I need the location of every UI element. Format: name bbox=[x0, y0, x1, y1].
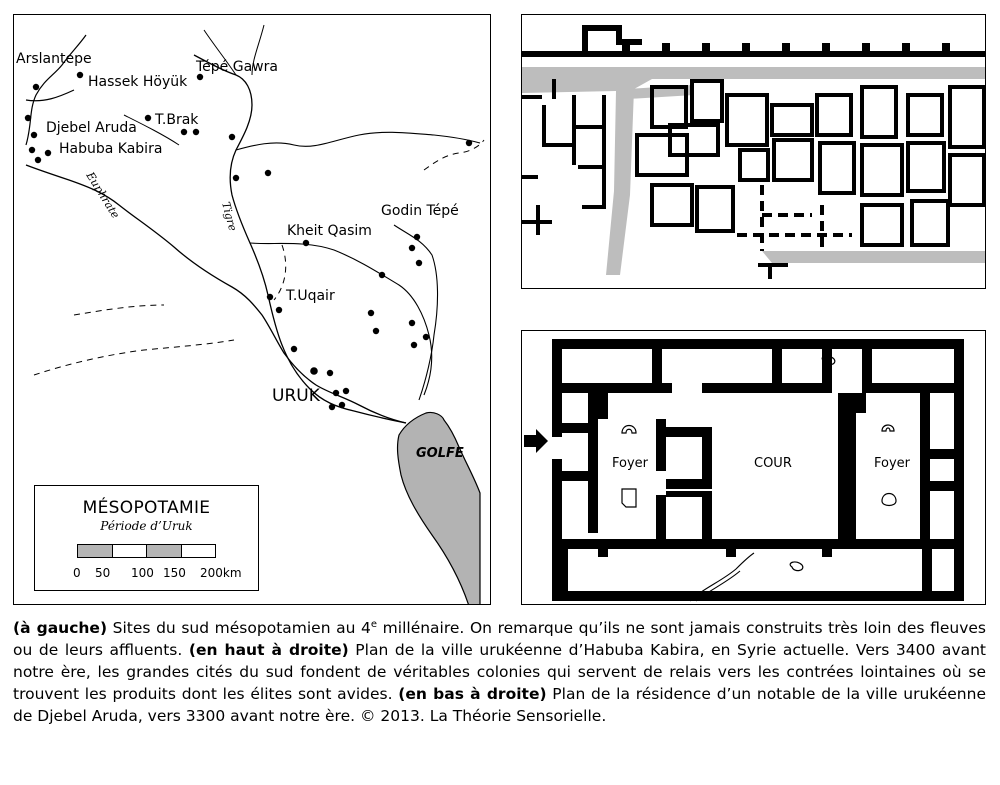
scale-segment bbox=[78, 545, 113, 557]
site-dot bbox=[328, 403, 336, 411]
site-dot bbox=[338, 401, 346, 409]
legend-subtitle: Période d’Uruk bbox=[100, 519, 193, 533]
site-label-uruk: URUK bbox=[272, 386, 321, 406]
site-dot bbox=[408, 244, 416, 252]
hearth-icon bbox=[621, 424, 637, 434]
djebel-aruda-residence-plan: Foyer COUR Foyer bbox=[524, 339, 964, 602]
map-legend: MÉSOPOTAMIE Période d’Uruk 0 50 100 150 … bbox=[34, 485, 259, 591]
site-dot bbox=[76, 71, 84, 79]
river-label-tigris: Tigre bbox=[219, 200, 239, 232]
street-main bbox=[522, 67, 985, 275]
site-dots bbox=[24, 71, 473, 411]
site-dot bbox=[32, 83, 40, 91]
scale-segment bbox=[147, 545, 182, 557]
site-dot bbox=[326, 369, 334, 377]
gulf-area bbox=[396, 411, 481, 604]
habuba-kabira-city-plan bbox=[522, 25, 985, 279]
site-dot bbox=[275, 306, 283, 314]
euphrates-river bbox=[25, 164, 407, 424]
site-dot bbox=[228, 133, 236, 141]
site-dot bbox=[372, 327, 380, 335]
hearth-icon bbox=[789, 561, 804, 572]
caption-text: Plan de la résidence d’un notable de la … bbox=[13, 685, 986, 726]
caption-superscript: e bbox=[370, 619, 378, 630]
scale-label: 100 bbox=[131, 566, 154, 580]
caption-bottom-right-label: (en bas à droite) bbox=[398, 685, 547, 704]
site-label-tepe-gawra: Tépé Gawra bbox=[195, 59, 278, 75]
site-dot bbox=[465, 139, 473, 147]
site-label-arslantepe: Arslantepe bbox=[16, 51, 92, 67]
site-dot bbox=[144, 114, 152, 122]
site-dot bbox=[24, 114, 32, 122]
site-dot bbox=[367, 309, 375, 317]
scale-label: 50 bbox=[95, 566, 111, 580]
site-dot bbox=[413, 233, 421, 241]
map-panel: Arslantepe Hassek Höyük Tépé Gawra Djebe… bbox=[13, 14, 491, 605]
site-dot bbox=[34, 156, 42, 164]
site-label-godin-tepe: Godin Tépé bbox=[381, 203, 459, 219]
site-dot bbox=[415, 259, 423, 267]
site-dot bbox=[44, 149, 52, 157]
site-label-hassek-hoyuk: Hassek Höyük bbox=[88, 74, 188, 90]
djebel-aruda-house-plan-panel: Foyer COUR Foyer bbox=[521, 330, 986, 605]
site-label-t-uqair: T.Uqair bbox=[285, 288, 335, 304]
river-label-euphrates: Euphrate bbox=[83, 169, 122, 221]
gulf-label: GOLFE bbox=[416, 446, 464, 461]
scale-segment bbox=[113, 545, 147, 557]
site-label-djebel-aruda: Djebel Aruda bbox=[46, 120, 137, 136]
building-walls bbox=[635, 79, 985, 247]
site-dot bbox=[232, 174, 240, 182]
wall-fragments bbox=[522, 79, 606, 235]
site-dot bbox=[310, 367, 318, 375]
caption-left-label: (à gauche) bbox=[13, 619, 108, 638]
site-dot bbox=[332, 389, 340, 397]
caption-text: Sites du sud mésopotamien au 4 bbox=[107, 619, 371, 638]
house-walls bbox=[552, 339, 964, 601]
hearth-icon bbox=[821, 355, 836, 366]
figure-caption: (à gauche) Sites du sud mésopotamien au … bbox=[13, 614, 986, 727]
site-dot bbox=[196, 73, 204, 81]
scale-bar bbox=[77, 544, 216, 558]
habuba-kabira-plan-panel bbox=[521, 14, 986, 289]
site-dot bbox=[408, 319, 416, 327]
site-label-habuba-kabira: Habuba Kabira bbox=[59, 141, 162, 157]
site-dot bbox=[30, 131, 38, 139]
caption-top-right-label: (en haut à droite) bbox=[188, 641, 349, 660]
scale-label: 150 bbox=[163, 566, 186, 580]
legend-title: MÉSOPOTAMIE bbox=[82, 498, 211, 518]
site-label-kheit-qasim: Kheit Qasim bbox=[287, 223, 372, 239]
site-dot bbox=[28, 146, 36, 154]
tigris-river bbox=[193, 54, 407, 424]
entrance-arrow bbox=[524, 429, 548, 453]
site-dot bbox=[180, 128, 188, 136]
city-wall bbox=[522, 25, 985, 57]
site-dot bbox=[266, 293, 274, 301]
site-dot bbox=[302, 239, 310, 247]
mesopotamia-map: Arslantepe Hassek Höyük Tépé Gawra Djebe… bbox=[16, 24, 485, 604]
hearth-icon bbox=[881, 492, 897, 507]
site-dot bbox=[264, 169, 272, 177]
site-dot bbox=[290, 345, 298, 353]
room-label-left-foyer: Foyer bbox=[612, 456, 649, 471]
scale-label: 0 bbox=[73, 566, 81, 580]
scale-segment bbox=[182, 545, 216, 557]
scale-labels: 0 50 100 150 200km bbox=[35, 566, 260, 582]
site-dot bbox=[410, 341, 418, 349]
hearth-icon bbox=[621, 488, 637, 508]
site-dot bbox=[192, 128, 200, 136]
caption-text: millénaire. On remarque qu’ils ne sont j… bbox=[13, 619, 986, 660]
hearth-icon bbox=[881, 424, 895, 432]
site-dot bbox=[342, 387, 350, 395]
site-dot bbox=[378, 271, 386, 279]
caption-text: Plan de la ville urukéenne d’Habuba Kabi… bbox=[13, 641, 986, 704]
hearth-shapes bbox=[621, 355, 897, 572]
room-label-right-foyer: Foyer bbox=[874, 456, 911, 471]
scale-label: 200km bbox=[200, 566, 242, 580]
site-label-t-brak: T.Brak bbox=[154, 112, 199, 128]
room-label-court: COUR bbox=[754, 456, 792, 471]
site-dot bbox=[422, 333, 430, 341]
